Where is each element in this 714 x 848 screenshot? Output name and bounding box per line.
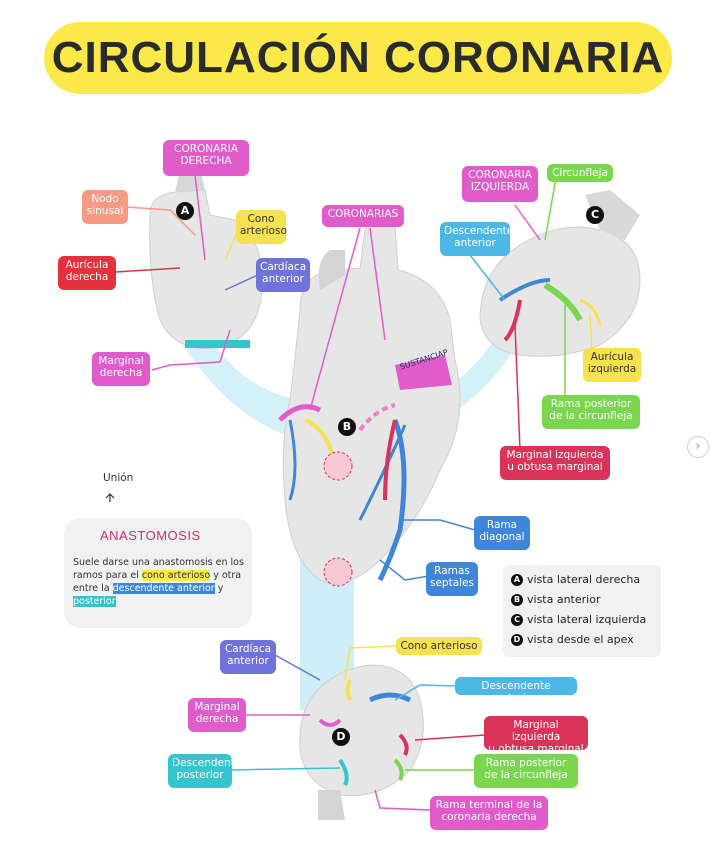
legend [503, 565, 661, 657]
page-title: CIRCULACIÓN CORONARIA [51, 33, 665, 82]
heart-view-b [278, 221, 461, 587]
marker-c: C [586, 206, 604, 224]
label-coronarias: CORONARIAS [322, 205, 404, 227]
label-descendente-anterior-d: Descendente anterior [455, 677, 577, 704]
label-cono-arterioso-d: Cono arterioso [396, 637, 482, 655]
title-banner [44, 22, 672, 94]
heart-view-a [149, 168, 263, 349]
union-arrow-icon [105, 493, 115, 502]
heart-view-c [479, 190, 641, 357]
heart-view-d [299, 664, 424, 820]
anastomosis-text: Suele darse una anastomosis en los ramos… [73, 557, 244, 607]
marker-b: B [338, 418, 356, 436]
union-label: Unión [103, 472, 134, 484]
marker-d: D [332, 728, 350, 746]
leader-lines [114, 174, 593, 811]
anastomosis-title: ANASTOMOSIS [100, 528, 201, 543]
next-arrow-button[interactable]: › [687, 436, 709, 458]
label-circunfleja: Circunfleja [547, 164, 613, 182]
marker-a: A [176, 202, 194, 220]
